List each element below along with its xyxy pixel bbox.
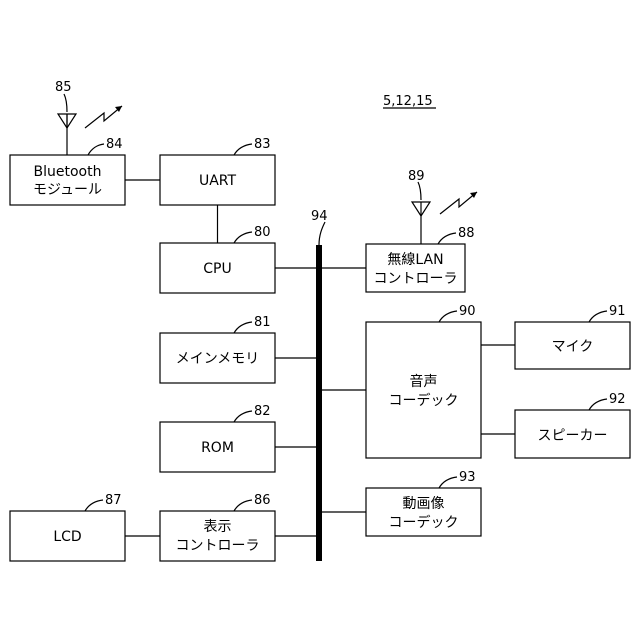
ref-81-leader [234, 322, 252, 333]
ref-90-leader [439, 311, 457, 322]
ref-83-leader [234, 144, 252, 155]
antenna-85-ref: 85 [55, 80, 72, 95]
wlan-controller-label-2: コントローラ [374, 271, 458, 287]
ref-91: 91 [609, 304, 626, 319]
ref-86: 86 [254, 493, 271, 508]
ref-81: 81 [254, 315, 271, 330]
main-memory-label: メインメモリ [176, 351, 260, 367]
ref-90: 90 [459, 304, 476, 319]
ref-80-leader [234, 232, 252, 243]
ref-80: 80 [254, 225, 271, 240]
wlan-signal-icon [440, 192, 477, 214]
bluetooth-signal-icon [85, 106, 122, 128]
audio-codec-box [366, 322, 481, 458]
speaker-label: スピーカー [538, 428, 608, 444]
lcd-label: LCD [53, 529, 81, 545]
system-bus [316, 245, 322, 561]
ref-84-leader [88, 144, 104, 155]
cpu-label: CPU [203, 261, 231, 277]
microphone-label: マイク [552, 339, 594, 355]
figure-label: 5,12,15 [383, 94, 433, 109]
uart-label: UART [199, 173, 237, 189]
bus-ref: 94 [311, 209, 328, 224]
audio-codec-label-2: コーデック [389, 392, 459, 409]
ref-88-leader [438, 233, 456, 244]
antenna-89-leader [418, 182, 421, 200]
ref-88: 88 [458, 226, 475, 241]
ref-92: 92 [609, 392, 626, 407]
wlan-controller-label-1: 無線LAN [387, 252, 443, 268]
ref-86-leader [234, 500, 252, 511]
ref-82-leader [234, 411, 252, 422]
video-codec-label-1: 動画像 [403, 496, 445, 512]
ref-83: 83 [254, 137, 271, 152]
ref-91-leader [589, 311, 607, 322]
ref-84: 84 [106, 137, 123, 152]
ref-82: 82 [254, 404, 271, 419]
display-controller-label-2: コントローラ [176, 538, 260, 554]
rom-label: ROM [201, 440, 234, 456]
wlan-antenna-icon [412, 202, 430, 244]
ref-93: 93 [459, 470, 476, 485]
bluetooth-module-label-2: モジュール [33, 182, 102, 198]
ref-87: 87 [105, 493, 122, 508]
bluetooth-module-label-1: Bluetooth [34, 164, 102, 180]
display-controller-label-1: 表示 [204, 519, 232, 535]
ref-93-leader [439, 477, 457, 488]
audio-codec-label-1: 音声 [410, 373, 438, 390]
ref-92-leader [589, 399, 607, 410]
bus-ref-leader [319, 222, 325, 245]
antenna-89-ref: 89 [408, 169, 425, 184]
ref-87-leader [85, 500, 103, 511]
bluetooth-antenna-icon [58, 114, 76, 155]
antenna-85-leader [64, 94, 67, 112]
video-codec-label-2: コーデック [389, 514, 459, 531]
